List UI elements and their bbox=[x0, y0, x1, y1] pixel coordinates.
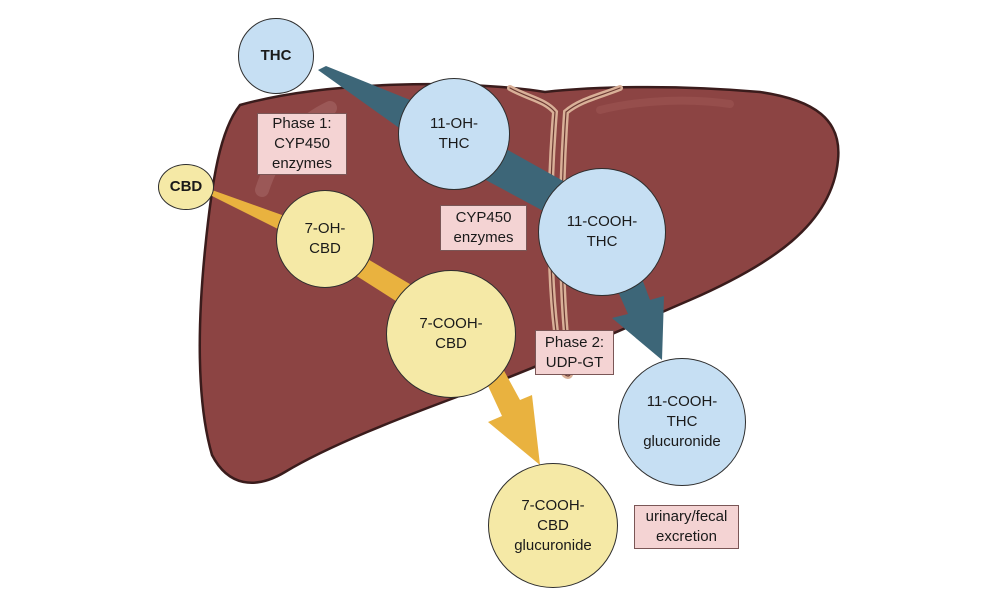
phase1-label: Phase 1: CYP450 enzymes bbox=[257, 113, 347, 175]
phase2-label: Phase 2: UDP-GT bbox=[535, 330, 614, 375]
oh-cbd-node: 7-OH- CBD bbox=[276, 190, 374, 288]
cbd-pathway-arrow bbox=[208, 190, 540, 465]
cooh-thc-node: 11-COOH- THC bbox=[538, 168, 666, 296]
cooh-cbd-glucuronide-node: 7-COOH- CBD glucuronide bbox=[488, 463, 618, 588]
cooh-thc-glucuronide-node: 11-COOH- THC glucuronide bbox=[618, 358, 746, 486]
thc-node: THC bbox=[238, 18, 314, 94]
cbd-node: CBD bbox=[158, 164, 214, 210]
excretion-label: urinary/fecal excretion bbox=[634, 505, 739, 549]
oh-thc-node: 11-OH- THC bbox=[398, 78, 510, 190]
liver-highlight-right bbox=[596, 96, 734, 114]
cyp450-label: CYP450 enzymes bbox=[440, 205, 527, 251]
cooh-cbd-node: 7-COOH- CBD bbox=[386, 270, 516, 398]
